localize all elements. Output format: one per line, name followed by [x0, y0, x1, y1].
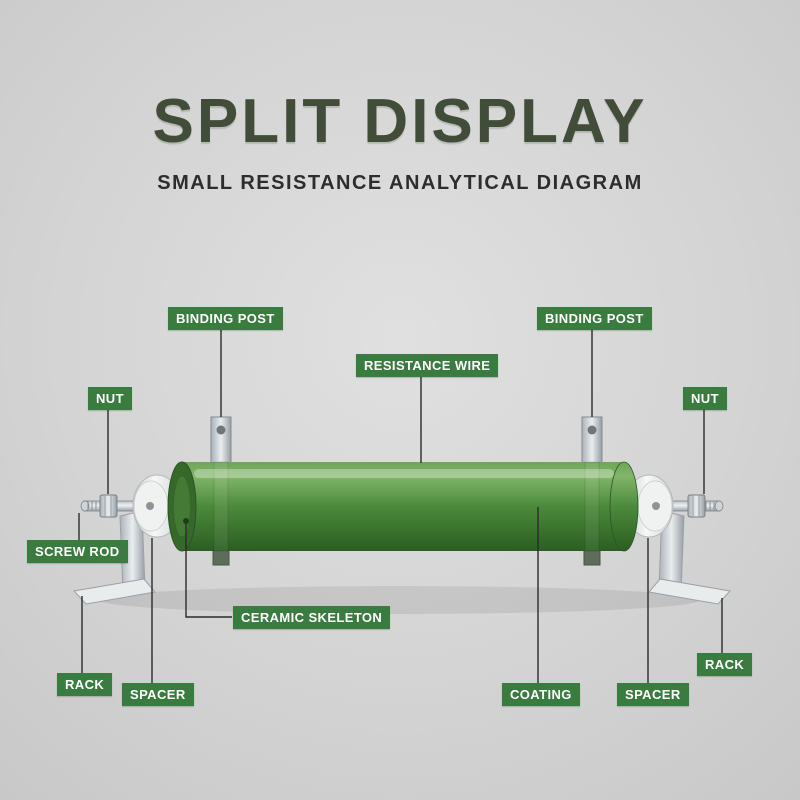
nut-right-part	[687, 494, 706, 518]
binding-post-right-part	[581, 416, 603, 566]
label-binding-post-left: BINDING POST	[168, 307, 283, 330]
page-title: SPLIT DISPLAY	[152, 87, 648, 156]
label-spacer-left: SPACER	[122, 683, 194, 706]
label-nut-left: NUT	[88, 387, 132, 410]
assembly-shadow	[100, 586, 700, 614]
leader-lines	[78, 330, 723, 683]
label-rack-left: RACK	[57, 673, 113, 696]
label-binding-post-right: BINDING POST	[537, 307, 652, 330]
ceramic-core-dot	[183, 518, 189, 524]
page-subtitle: SMALL RESISTANCE ANALYTICAL DIAGRAM	[157, 172, 643, 194]
label-ceramic-skeleton: CERAMIC SKELETON	[233, 606, 391, 629]
label-nut-right: NUT	[683, 387, 727, 410]
label-screw-rod: SCREW ROD	[27, 540, 128, 563]
label-spacer-right: SPACER	[617, 683, 689, 706]
label-coating: COATING	[502, 683, 580, 706]
resistor-body	[167, 461, 639, 552]
label-resistance-wire: RESISTANCE WIRE	[356, 354, 499, 377]
rack-right-part	[648, 510, 731, 605]
nut-left-part	[99, 494, 118, 518]
label-rack-right: RACK	[697, 653, 753, 676]
